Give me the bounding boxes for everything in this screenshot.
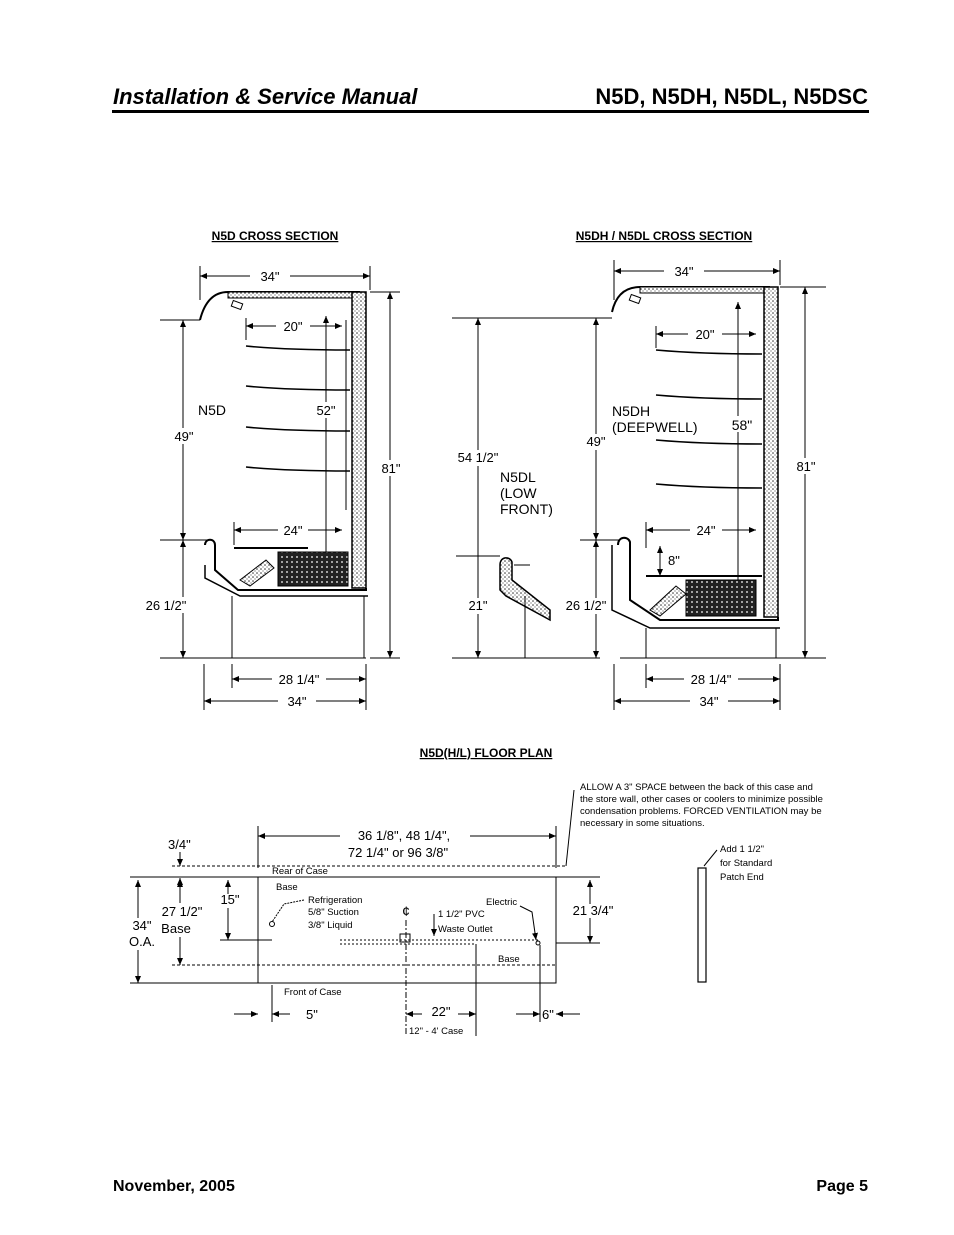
n5dh-title: N5DH / N5DL CROSS SECTION [576,229,752,243]
n5d-base-width: 28 1/4" [279,672,320,687]
n5d-height-49: 49" [174,429,193,444]
n5dh-height-49: 49" [586,434,605,449]
n5d-title: N5D CROSS SECTION [212,229,339,243]
n5dh-base-width: 28 1/4" [691,672,732,687]
base-depth: 27 1/2" [162,904,203,919]
n5d-base-height: 26 1/2" [146,598,187,613]
base-bottom-label: Base [498,954,520,965]
suction-label: 5/8" Suction [308,907,359,918]
n5dh-height-81: 81" [796,459,815,474]
base-top-label: Base [276,882,298,893]
ventilation-note-4: necessary in some situations. [580,818,705,829]
patch-end-2: for Standard [720,858,772,869]
n5dh-height-54: 54 1/2" [458,450,499,465]
n5d-cross-section: N5D CROSS SECTION 34" 81" 20" 52" [140,229,404,710]
centerline-symbol: ¢ [402,903,410,919]
patch-end-panel [697,867,707,983]
n5dh-base-height: 26 1/2" [566,598,607,613]
outlet-depth: 21 3/4" [573,903,614,918]
rear-offset: 3/4" [168,837,191,852]
floor-title: N5D(H/L) FLOOR PLAN [420,746,553,760]
rear-of-case: Rear of Case [272,866,328,877]
liquid-label: 3/8" Liquid [308,920,353,931]
case-lengths-1: 36 1/8", 48 1/4", [358,828,450,843]
manual-title: Installation & Service Manual [113,84,418,109]
ventilation-note-1: ALLOW A 3" SPACE between the back of thi… [580,782,813,793]
n5dh-well-depth: 8" [668,553,680,568]
n5d-overall-width: 34" [287,694,306,709]
n5dl-label: N5DL [500,469,536,485]
n5dh-height-58: 58" [732,417,753,433]
waste-outlet-label: Waste Outlet [438,924,493,935]
ventilation-note-3: condensation problems. FORCED VENTILATIO… [580,806,822,817]
pvc-label: 1 1/2" PVC [438,909,485,920]
n5d-deck-depth: 24" [283,523,302,538]
refrigeration-label: Refrigeration [308,895,362,906]
waste-outlet [399,933,411,943]
footer-page: Page 5 [816,1178,868,1195]
n5d-height-81: 81" [381,461,400,476]
dim-6: 6" [542,1007,554,1022]
n5dh-shelf-depth: 20" [695,327,714,342]
n5dh-cross-section: N5DH / N5DL CROSS SECTION 34" 81" 20" 58… [452,229,826,710]
n5dh-overall-width: 34" [699,694,718,709]
patch-end-3: Patch End [720,872,764,883]
dim-22: 22" [431,1004,450,1019]
n5d-model-label: N5D [198,402,226,418]
front-of-case: Front of Case [284,987,342,998]
footer-date: November, 2005 [113,1178,235,1195]
refrigeration-stub [269,921,275,927]
dim-5: 5" [306,1007,318,1022]
n5dh-deepwell-sub: (DEEPWELL) [612,419,698,435]
n5d-height-52: 52" [316,403,335,418]
n5dh-deck-depth: 24" [696,523,715,538]
header-rule [112,110,869,113]
dim-12-case: 12" - 4' Case [409,1026,463,1037]
ventilation-note-2: the store wall, other cases or coolers t… [580,794,823,805]
overall-depth: 34" [132,918,151,933]
n5dl-sub-2: FRONT) [500,501,553,517]
dim-15: 15" [220,892,239,907]
patch-end-1: Add 1 1/2" [720,844,764,855]
n5dl-sub-1: (LOW [500,485,537,501]
n5d-shelf-depth: 20" [283,319,302,334]
n5dl-front-height: 21" [468,598,487,613]
floor-plan: N5D(H/L) FLOOR PLAN ALLOW A 3" SPACE bet… [128,746,823,1037]
n5d-top-width: 34" [260,269,279,284]
n5dh-deepwell-label: N5DH [612,403,650,419]
case-lengths-2: 72 1/4" or 96 3/8" [348,845,449,860]
model-list: N5D, N5DH, N5DL, N5DSC [595,84,868,109]
electric-label: Electric [486,897,517,908]
base-depth-label: Base [161,921,191,936]
overall-depth-oa: O.A. [129,934,155,949]
n5dh-top-width: 34" [674,264,693,279]
